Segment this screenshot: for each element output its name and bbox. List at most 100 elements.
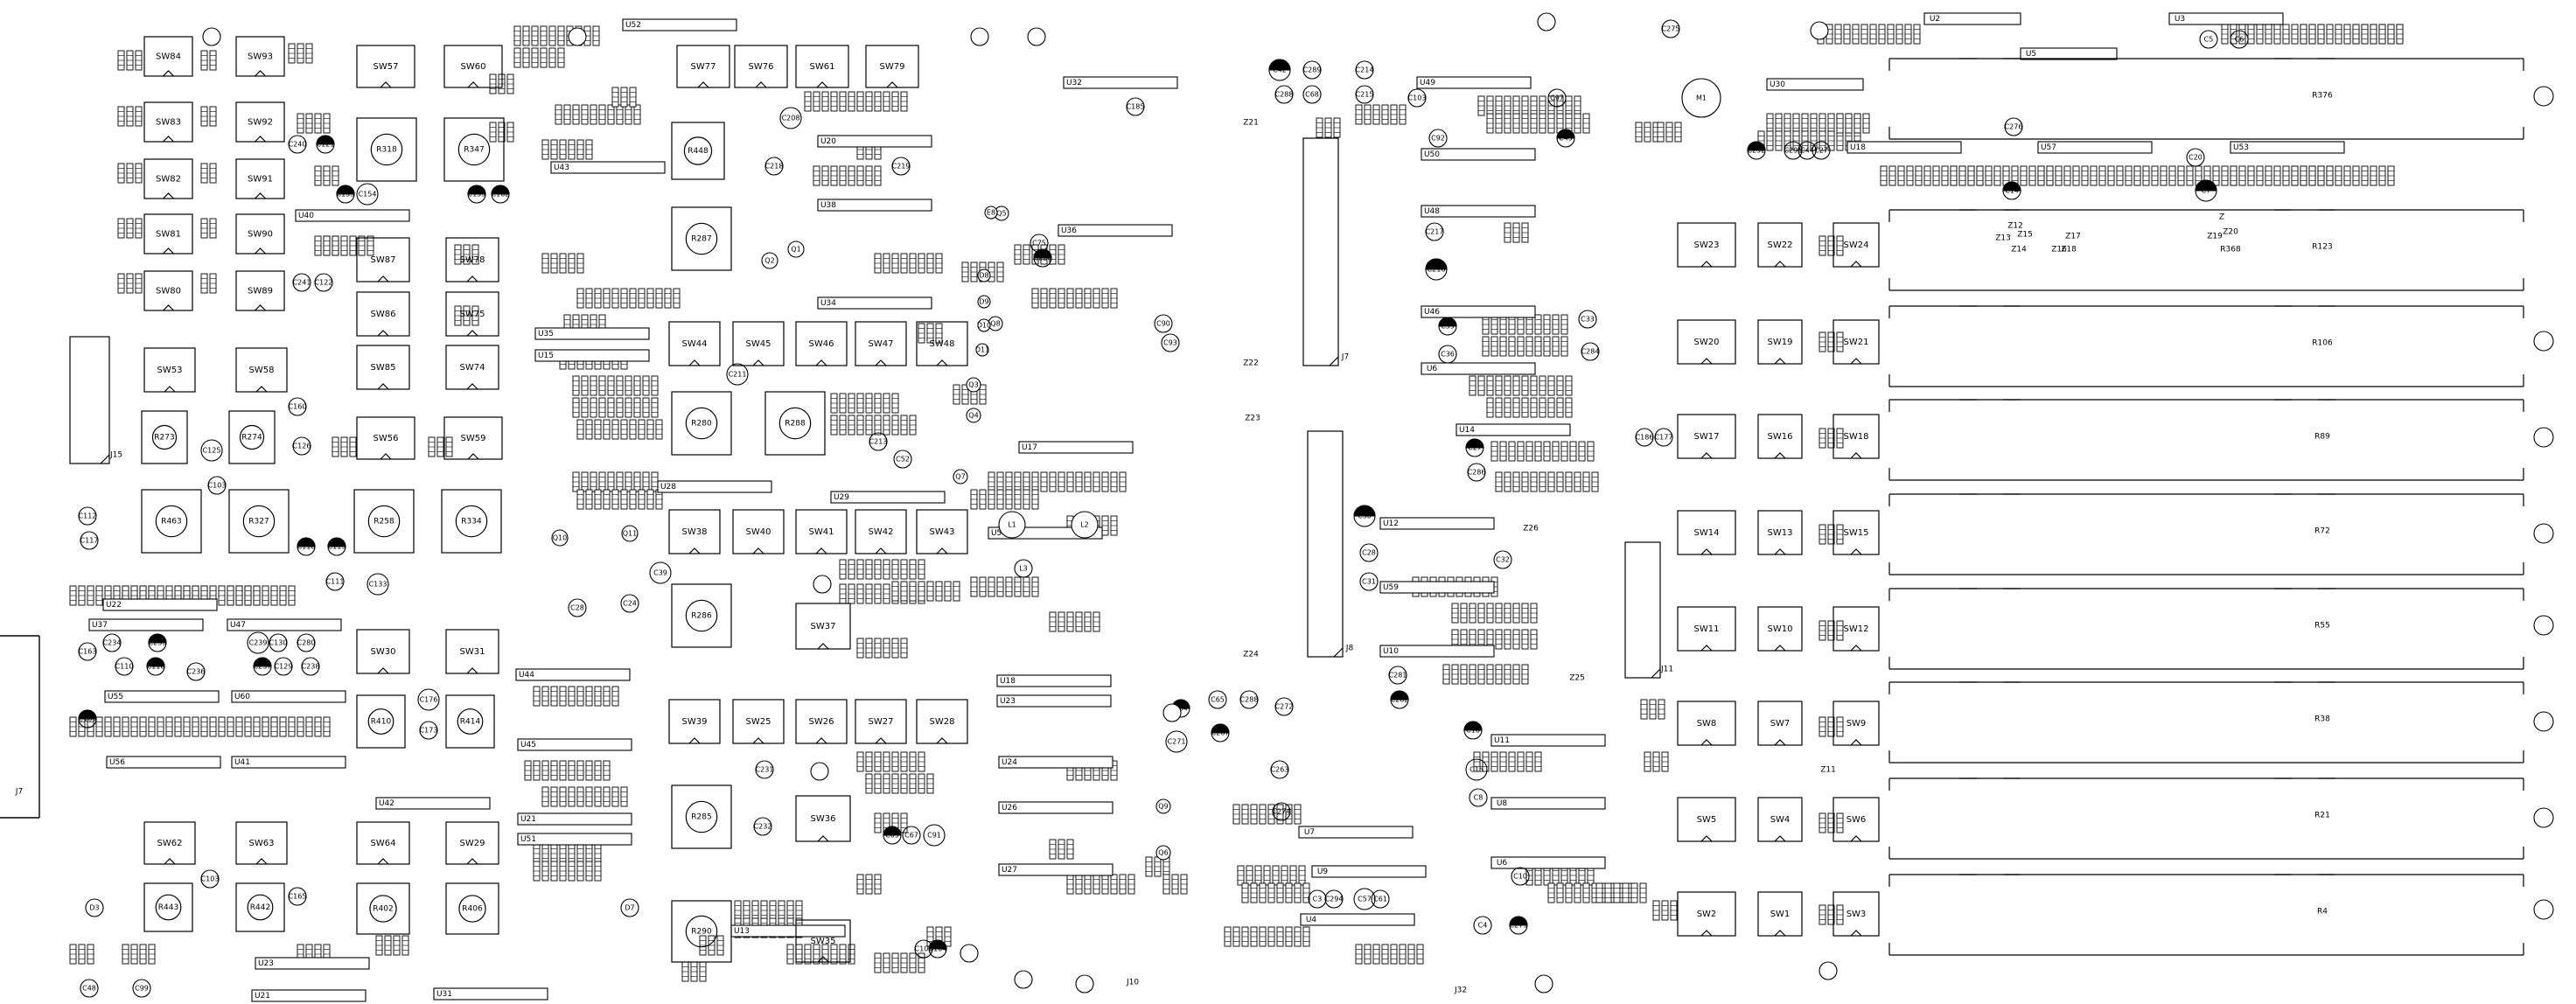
resistor	[174, 716, 182, 737]
resistor-strip: R21	[1888, 777, 2524, 860]
capacitor-label: C155	[468, 191, 486, 199]
resistor	[1237, 865, 1245, 886]
resistor	[1932, 165, 1940, 186]
switch: SW1	[1757, 891, 1803, 937]
switch-label: SW20	[1694, 338, 1720, 347]
ic-chip: U48	[1421, 205, 1536, 218]
resistor	[865, 773, 873, 794]
capacitor-label: C64	[1174, 705, 1188, 713]
chip-label: U6	[1427, 365, 1438, 373]
capacitor: C91	[923, 824, 946, 847]
capacitor-label: C30	[1358, 512, 1372, 520]
resistor	[2063, 165, 2071, 186]
misc-part: Q11	[621, 525, 639, 542]
resistor	[576, 686, 584, 707]
resistor	[874, 773, 882, 794]
switch: SW85	[356, 345, 410, 390]
misc-label: Q7	[955, 473, 965, 481]
resistor	[651, 471, 659, 492]
resistor	[463, 244, 471, 265]
resistor-strip: R55	[1888, 588, 2524, 670]
z-label: R368	[2220, 246, 2241, 254]
resistor	[620, 786, 628, 807]
resistor	[2370, 165, 2377, 186]
resistor	[1543, 441, 1551, 462]
resistor	[568, 139, 576, 160]
resistor	[209, 106, 217, 127]
ic-chip: U41	[231, 756, 346, 769]
resistor	[1119, 471, 1127, 492]
resistor	[874, 952, 882, 973]
switch-label: SW64	[371, 839, 396, 848]
resistor	[87, 585, 94, 606]
resistor	[1014, 489, 1022, 510]
ic-chip: U22	[102, 598, 218, 611]
resistor	[1578, 441, 1586, 462]
switch-label: SW12	[1844, 624, 1869, 634]
resistor	[1416, 944, 1424, 965]
resistor	[2361, 165, 2369, 186]
ic-chip: U18	[996, 674, 1112, 687]
capacitor: C97	[1547, 88, 1567, 108]
switch-label: SW87	[371, 255, 396, 265]
capacitor-label: C97	[1550, 94, 1564, 102]
capacitor: C93	[1161, 333, 1180, 352]
chip-label: U28	[660, 483, 676, 492]
capacitor-label: C45	[1559, 135, 1573, 143]
capacitor-label: C169	[79, 715, 97, 723]
capacitor-label: C271	[1168, 738, 1186, 746]
resistor	[2072, 165, 2080, 186]
resistor	[865, 393, 873, 414]
resistor	[209, 273, 217, 294]
resistor	[130, 716, 138, 737]
resistor	[1381, 104, 1389, 125]
resistor	[1521, 113, 1529, 134]
resistor	[611, 288, 619, 309]
capacitor: C228	[1033, 248, 1052, 268]
resistor	[559, 686, 567, 707]
chip-label: U55	[108, 693, 123, 701]
resistor	[559, 253, 567, 274]
switch-label: SW44	[682, 339, 708, 349]
resistor	[1556, 397, 1564, 418]
switch-label: SW2	[1697, 910, 1717, 919]
switch-label: SW35	[811, 937, 836, 946]
board-outline	[0, 635, 40, 819]
misc-label: D8	[979, 272, 988, 280]
resistor	[95, 585, 103, 606]
resistor	[988, 471, 995, 492]
switch: SW8	[1677, 701, 1736, 746]
connector: J8	[1307, 430, 1353, 658]
resistor	[401, 935, 409, 956]
resistor	[1792, 113, 1800, 134]
resistor	[633, 471, 641, 492]
resistor	[1665, 122, 1673, 143]
resistor	[126, 50, 134, 71]
ic-chip: U10	[1379, 645, 1495, 658]
resistor	[314, 165, 322, 186]
resistor	[1913, 24, 1921, 45]
resistor	[69, 944, 77, 965]
resistor	[1915, 165, 1923, 186]
resistor	[1023, 489, 1030, 510]
resistor	[1294, 926, 1302, 947]
capacitor-label: C238	[302, 663, 320, 671]
capacitor: C153	[336, 185, 355, 204]
capacitor: C282	[1390, 690, 1409, 709]
resistor	[1649, 699, 1657, 720]
chip-label: U11	[1494, 736, 1510, 745]
resistor	[2186, 165, 2194, 186]
resistor	[1477, 95, 1485, 116]
resistor	[1574, 882, 1581, 903]
resistor	[1845, 113, 1853, 134]
switch: SW77	[676, 45, 730, 88]
resistor	[1569, 441, 1577, 462]
capacitor-label: C274	[1273, 808, 1291, 816]
power-resistor: R463	[141, 489, 202, 554]
chip-label: U27	[1002, 866, 1017, 875]
resistor	[590, 104, 597, 125]
switch-label: SW84	[156, 52, 181, 62]
capacitor: C185	[1126, 97, 1145, 116]
resistor	[883, 415, 890, 436]
